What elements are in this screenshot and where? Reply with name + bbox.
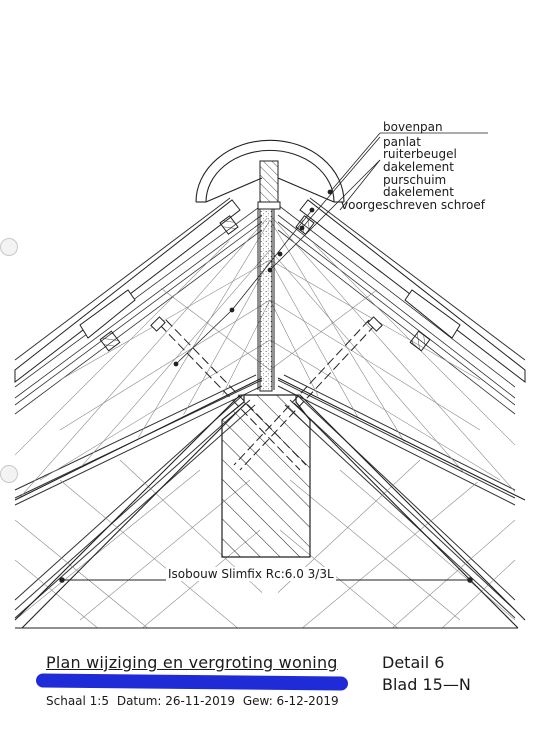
ridge-batten (257, 160, 281, 210)
leader-lines (173, 132, 488, 367)
callout-purschuim: purschuim (383, 173, 447, 187)
callout-dakelement: dakelement (383, 160, 454, 174)
punch-hole (0, 238, 18, 256)
date-text: Datum: 26-11-2019 (116, 694, 236, 708)
title-meta-row: Schaal 1:5 Datum: 26-11-2019 Gew: 6-12-2… (46, 694, 343, 708)
foam-strip (257, 208, 275, 392)
dimension-label: Isobouw Slimfix Rc:6.0 3/3L (166, 567, 336, 581)
detail-number: Detail 6 (382, 653, 445, 672)
roof-tiles (14, 197, 526, 384)
screw-heads (150, 316, 383, 332)
weight-text: Gew: 6-12-2019 (242, 694, 339, 708)
callout-ruiterbeugel: ruiterbeugel (383, 147, 457, 161)
ridge-beam (221, 394, 311, 558)
screws (159, 319, 376, 471)
drawing-title: Plan wijziging en vergroting woning (46, 653, 338, 672)
punch-hole (0, 465, 18, 483)
inner-slabs (14, 377, 526, 629)
callout-voorgeschreven-schroef: voorgeschreven schroef (341, 198, 485, 212)
callout-bovenpan: bovenpan (383, 120, 443, 134)
scale-text: Schaal 1:5 (46, 694, 109, 708)
sheet-number: Blad 15—N (382, 675, 471, 694)
roof-panels (14, 204, 516, 619)
battens (99, 215, 431, 352)
ridge-tile (195, 139, 345, 203)
callout-panlat: panlat (383, 135, 421, 149)
callout-dakelement-2: dakelement (383, 185, 454, 199)
